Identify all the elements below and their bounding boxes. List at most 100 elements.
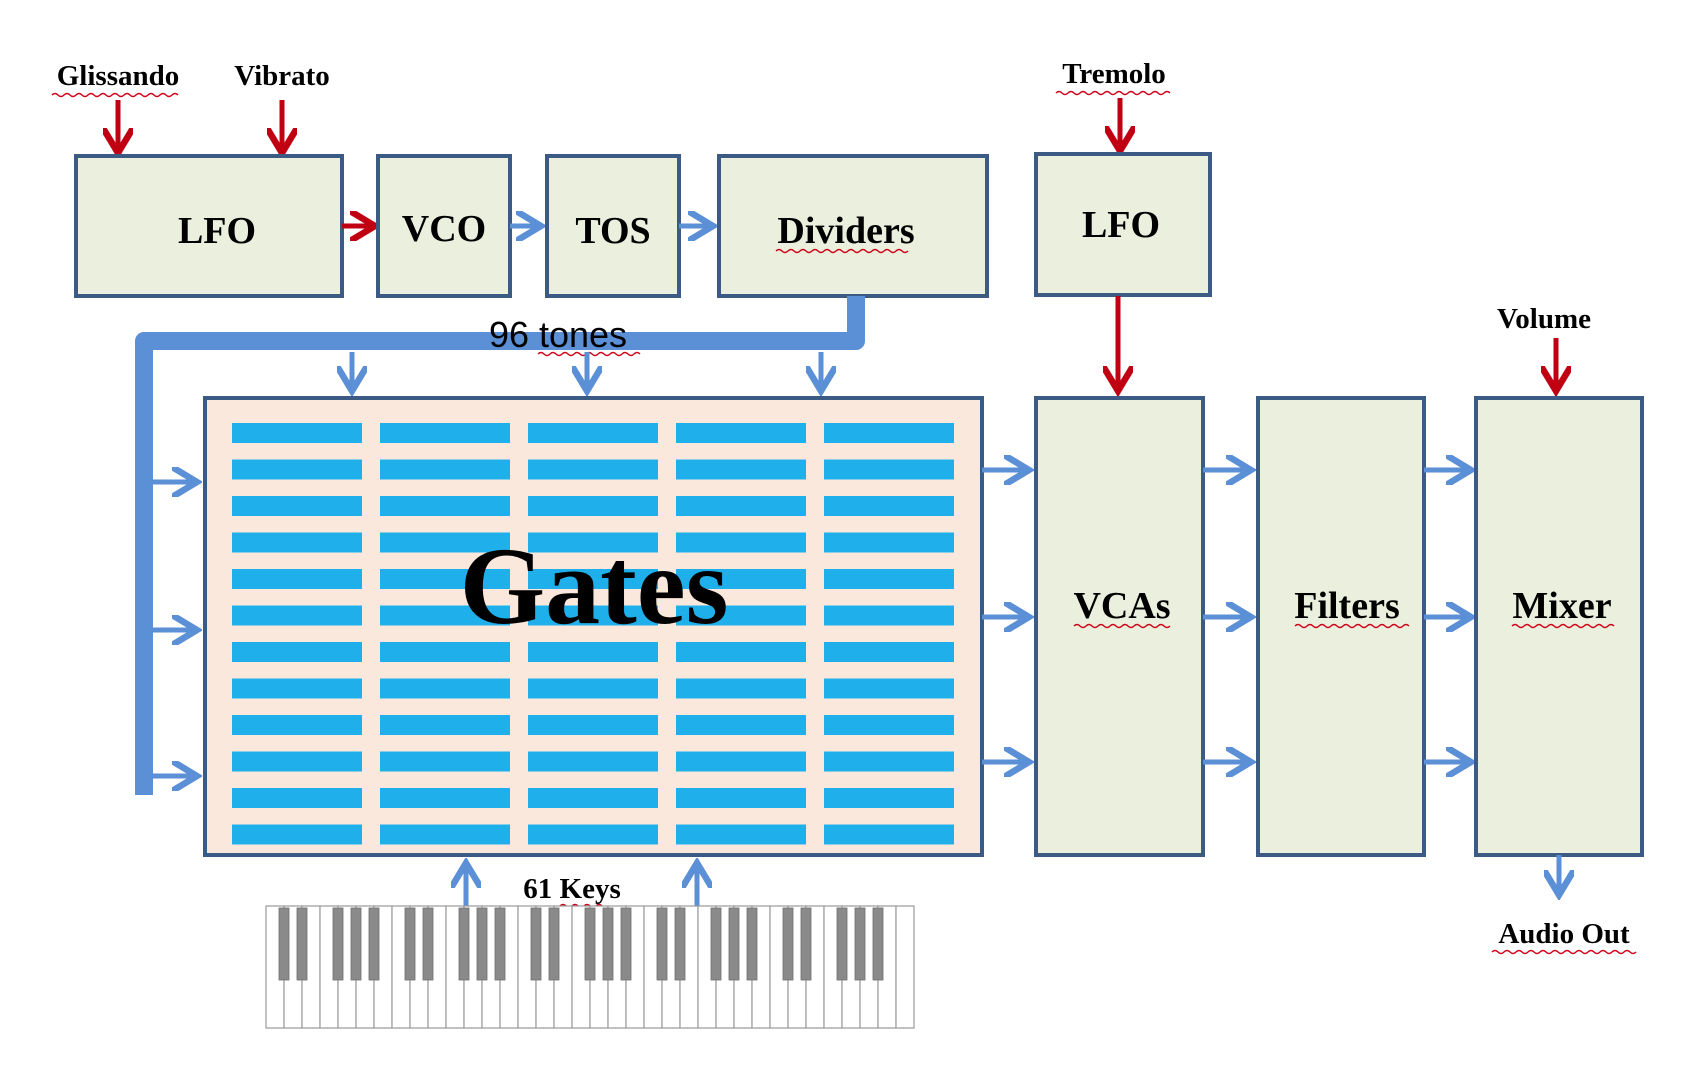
- gate-bar: [232, 678, 362, 699]
- black-key: [422, 907, 434, 981]
- gate-bar: [380, 459, 510, 480]
- gate-bar: [528, 642, 658, 662]
- black-key: [476, 907, 488, 981]
- gate-bar: [676, 751, 806, 772]
- white-key: [895, 905, 915, 1029]
- tos-block: TOS: [545, 154, 681, 298]
- gate-bar: [380, 751, 510, 772]
- black-key: [278, 907, 290, 981]
- black-key: [710, 907, 722, 981]
- gate-bar: [676, 496, 806, 516]
- gate-bar: [232, 605, 362, 626]
- vco-block: VCO: [376, 154, 512, 298]
- black-key: [836, 907, 848, 981]
- vco-label: VCO: [402, 208, 486, 250]
- tremolo-label: Tremolo: [1062, 58, 1166, 90]
- gate-bar: [232, 423, 362, 443]
- gate-bar: [232, 715, 362, 735]
- black-key: [296, 907, 308, 981]
- gate-bar: [528, 459, 658, 480]
- filters-label: Filters: [1294, 585, 1400, 627]
- gate-bar: [676, 423, 806, 443]
- tones-bus-label: 96 tones: [489, 314, 627, 355]
- black-key: [656, 907, 668, 981]
- black-key: [494, 907, 506, 981]
- black-key: [368, 907, 380, 981]
- gate-bar: [232, 751, 362, 772]
- gate-bar: [380, 715, 510, 735]
- gate-bar: [232, 459, 362, 480]
- black-key: [746, 907, 758, 981]
- dividers-block: Dividers: [717, 154, 989, 298]
- gate-bar: [676, 678, 806, 699]
- black-key: [602, 907, 614, 981]
- gate-bar: [676, 459, 806, 480]
- gate-bar: [528, 423, 658, 443]
- black-key: [458, 907, 470, 981]
- gate-bar: [380, 496, 510, 516]
- gate-bar: [676, 569, 806, 589]
- gate-bar: [380, 569, 510, 589]
- vcas-underline: [1073, 623, 1171, 629]
- lfo-pitch-block: LFO: [74, 154, 344, 298]
- filters-underline: [1294, 623, 1410, 629]
- black-key: [800, 907, 812, 981]
- gate-bar: [380, 423, 510, 443]
- gate-bar: [676, 788, 806, 808]
- vcas-label: VCAs: [1073, 585, 1170, 627]
- gate-bar: [824, 751, 954, 772]
- black-key: [872, 907, 884, 981]
- glissando-label: Glissando: [57, 60, 180, 92]
- gate-bar: [824, 715, 954, 735]
- gate-bar-grid: [232, 423, 954, 845]
- gate-bar: [824, 532, 954, 553]
- gate-bar: [676, 715, 806, 735]
- gate-bar: [528, 605, 658, 626]
- lfo-tremolo-label: LFO: [1082, 204, 1160, 246]
- audio-out-label: Audio Out: [1498, 918, 1630, 950]
- volume-label: Volume: [1497, 303, 1591, 335]
- gate-bar: [676, 532, 806, 553]
- gate-bar: [824, 496, 954, 516]
- black-key: [404, 907, 416, 981]
- gate-bar: [380, 678, 510, 699]
- gate-bar: [676, 824, 806, 845]
- gate-bar: [380, 642, 510, 662]
- gate-bar: [676, 642, 806, 662]
- black-key: [728, 907, 740, 981]
- mixer-label: Mixer: [1512, 585, 1611, 627]
- gates-label: Gates: [460, 525, 729, 647]
- tos-label: TOS: [575, 210, 650, 252]
- gate-bar: [528, 788, 658, 808]
- gate-bar: [676, 605, 806, 626]
- gate-bar: [824, 824, 954, 845]
- black-key: [530, 907, 542, 981]
- vcas-block: VCAs: [1034, 396, 1205, 857]
- gate-bar: [824, 605, 954, 626]
- gate-bar: [528, 751, 658, 772]
- black-key: [854, 907, 866, 981]
- gate-bar: [232, 788, 362, 808]
- gate-bar: [824, 788, 954, 808]
- gate-bar: [380, 532, 510, 553]
- lfo-pitch-label: LFO: [178, 210, 256, 252]
- gate-bar: [380, 824, 510, 845]
- gates-block: Gates: [203, 396, 984, 857]
- tones-bus: [135, 296, 865, 795]
- audio-out-underline: [1491, 949, 1637, 955]
- gate-bar: [232, 642, 362, 662]
- black-key: [674, 907, 686, 981]
- mixer-underline: [1511, 623, 1615, 629]
- black-key: [350, 907, 362, 981]
- gate-bar: [528, 496, 658, 516]
- gate-bar: [824, 423, 954, 443]
- keys-label: 61 Keys: [523, 873, 620, 905]
- gate-bar: [824, 459, 954, 480]
- gate-bar: [232, 496, 362, 516]
- gate-bar: [232, 569, 362, 589]
- gate-bar: [380, 605, 510, 626]
- black-key: [620, 907, 632, 981]
- vibrato-label: Vibrato: [234, 60, 330, 92]
- lfo-tremolo-block: LFO: [1034, 152, 1212, 297]
- black-key: [782, 907, 794, 981]
